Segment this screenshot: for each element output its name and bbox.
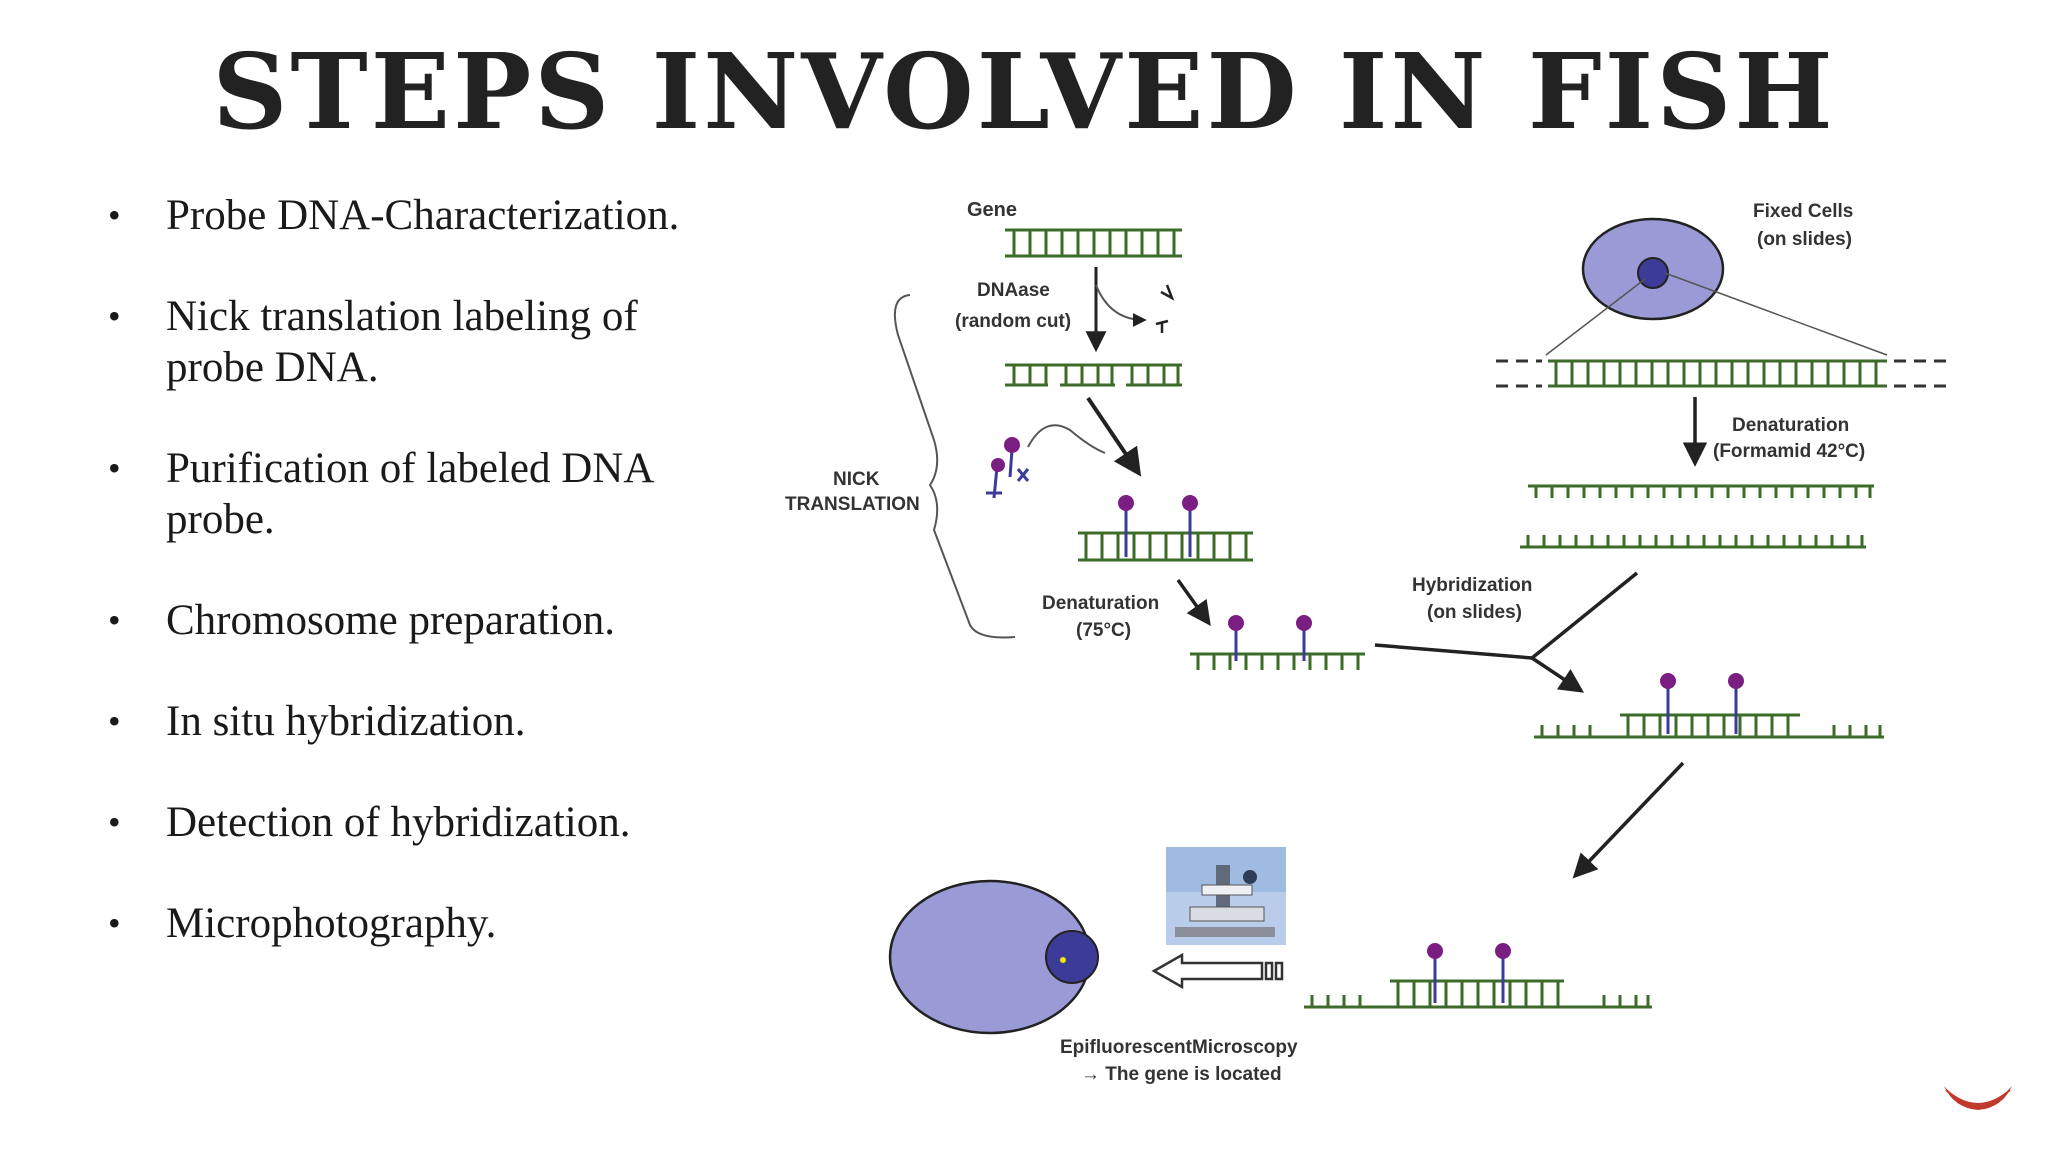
- bullet-text: In situ hybridization.: [166, 698, 526, 745]
- denaturation-probe-label: Denaturation: [1042, 593, 1159, 614]
- fluorescent-signal-dot: [1060, 957, 1066, 963]
- detected-cell-nucleus: [1045, 930, 1099, 984]
- gene-label: Gene: [967, 199, 1017, 221]
- bullet-dot-icon: •: [108, 701, 121, 741]
- cut-arrow: [1095, 284, 1147, 327]
- dnaase-sublabel: (random cut): [955, 311, 1071, 332]
- bullet-list: • Probe DNA-Characterization. • Nick trans…: [108, 190, 768, 999]
- nucleotide-fragment-icon: [1155, 284, 1175, 333]
- hybridization-sublabel: (on slides): [1427, 602, 1522, 623]
- slide-title: STEPS INVOLVED IN FISH: [212, 30, 1836, 153]
- fixed-cells-sublabel: (on slides): [1757, 229, 1852, 250]
- gene-dna-strand: [1005, 228, 1182, 258]
- denatured-target-strands: [1520, 484, 1874, 549]
- bullet-item: • Nick translation labeling of probe DNA.: [108, 291, 768, 393]
- incorporation-arrow: [1027, 424, 1106, 454]
- microscopy-sublabel: → The gene is located: [1081, 1064, 1282, 1085]
- single-strand-probe: [1190, 615, 1365, 670]
- dashed-dna-ends: [1496, 359, 1946, 388]
- bullet-dot-icon: •: [108, 903, 121, 943]
- bullet-text: Purification of labeled DNA probe.: [166, 445, 653, 543]
- zoom-lines: [1545, 272, 1888, 356]
- fish-diagram: Gene DNAase (random cut) NICK TRANSLATIO…: [785, 199, 1946, 1085]
- bullet-text: Chromosome preparation.: [166, 597, 616, 644]
- bullet-dot-icon: •: [108, 195, 121, 235]
- labeled-probe-dna: [1078, 495, 1253, 562]
- bullet-text: Detection of hybridization.: [166, 799, 631, 846]
- nicked-dna-strand: [1005, 363, 1182, 387]
- bullet-text: Nick translation labeling of probe DNA.: [166, 293, 638, 391]
- denaturation-target-temp: (Formamid 42°C): [1713, 441, 1865, 462]
- bullet-text: Probe DNA-Characterization.: [166, 192, 680, 239]
- denaturation-probe-temp: (75°C): [1076, 620, 1131, 641]
- bullet-text: Microphotography.: [166, 900, 497, 947]
- bullet-dot-icon: •: [108, 448, 121, 488]
- nick-arrow: [1086, 396, 1142, 477]
- bullet-item: • Purification of labeled DNA probe.: [108, 443, 768, 545]
- hybridization-label: Hybridization: [1412, 575, 1532, 596]
- bullet-dot-icon: •: [108, 802, 121, 842]
- bullet-item: • Microphotography.: [108, 898, 768, 949]
- labeled-nucleotide-icon: [986, 437, 1030, 499]
- nick-translation-label-2: TRANSLATION: [785, 494, 920, 515]
- bullet-item: • Chromosome preparation.: [108, 595, 768, 646]
- microscopy-label: EpifluorescentMicroscopy: [1060, 1037, 1298, 1058]
- probe-denaturation-arrow: [1176, 578, 1211, 626]
- fixed-cells-label: Fixed Cells: [1753, 201, 1853, 222]
- bullet-item: • Detection of hybridization.: [108, 797, 768, 848]
- denaturation-target-label: Denaturation: [1732, 415, 1849, 436]
- hybridized-dna: [1534, 673, 1884, 739]
- hybridization-arrows: [1374, 571, 1639, 693]
- nick-translation-label: NICK: [833, 469, 880, 490]
- corner-ornament-icon: [1944, 1086, 2012, 1110]
- microscope-icon: [1166, 847, 1286, 945]
- bullet-item: • In situ hybridization.: [108, 696, 768, 747]
- hollow-arrow-icon: [1151, 952, 1284, 990]
- fixed-cell-nucleus: [1637, 257, 1669, 289]
- bullet-dot-icon: •: [108, 296, 121, 336]
- detected-hybrid-dna: [1304, 943, 1652, 1009]
- dnaase-label: DNAase: [977, 280, 1050, 301]
- detection-arrow: [1572, 761, 1685, 879]
- bullet-dot-icon: •: [108, 600, 121, 640]
- nick-translation-brace: [894, 294, 1016, 639]
- bullet-item: • Probe DNA-Characterization.: [108, 190, 768, 241]
- chromosome-dna-strand: [1548, 359, 1887, 388]
